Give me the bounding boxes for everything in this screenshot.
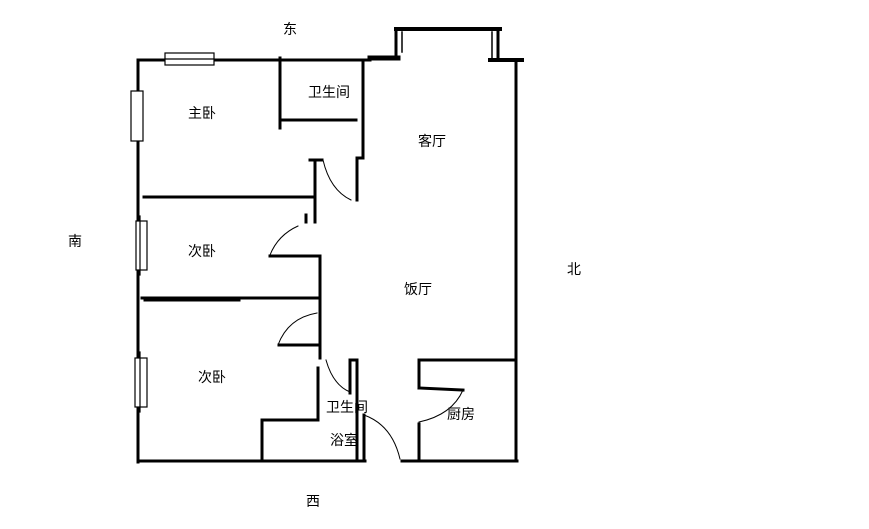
compass-west-label: 西 [306, 494, 320, 510]
windows [130, 52, 215, 413]
room-label-bathroom-bottom: 卫生间 [326, 400, 368, 416]
room-label-living-room: 客厅 [418, 134, 446, 150]
interior-walls [140, 56, 518, 463]
room-label-kitchen: 厨房 [447, 407, 475, 423]
compass-south-label: 南 [68, 234, 82, 250]
room-label-second-bedroom-2: 次卧 [198, 370, 226, 386]
compass-east-label: 东 [283, 22, 297, 38]
room-label-dining-room: 饭厅 [404, 282, 432, 298]
compass-north-label: 北 [567, 262, 581, 278]
door-swings [269, 159, 464, 460]
balcony-bay [367, 27, 524, 62]
room-label-shower-room: 浴室 [330, 433, 358, 449]
room-label-second-bedroom-1: 次卧 [188, 244, 216, 260]
room-label-master-bedroom: 主卧 [188, 106, 216, 122]
room-label-bathroom-top: 卫生间 [308, 85, 350, 101]
